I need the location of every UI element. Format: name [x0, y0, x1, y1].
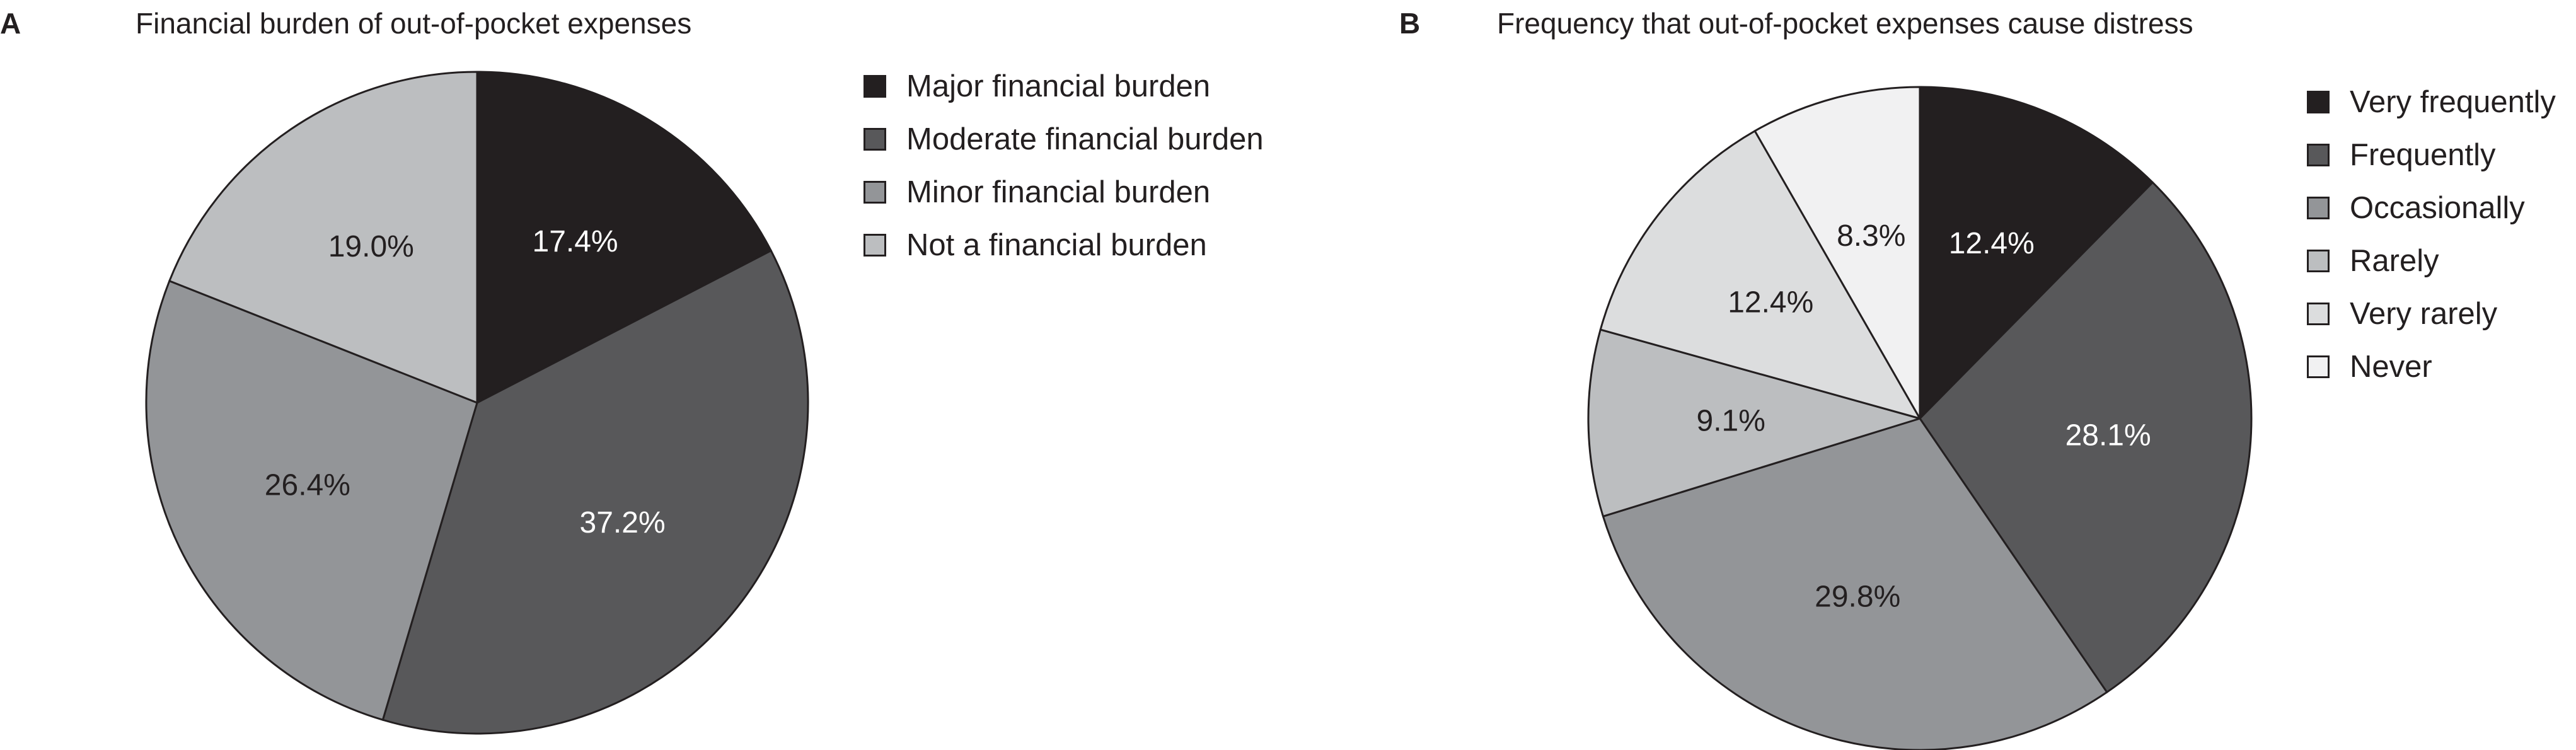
- chart-panel-b: B Frequency that out-of-pocket expenses …: [1355, 0, 2576, 750]
- legend-item-not-a-financial-burden: Not a financial burden: [863, 219, 1264, 272]
- legend-item-occasionally: Occasionally: [2307, 182, 2556, 234]
- pie-slice-occasionally: [1602, 417, 2108, 750]
- slice-label-minor-financial-burden: 26.4%: [265, 468, 350, 502]
- legend-swatch: [2307, 250, 2330, 272]
- pie-slice-minor-financial-burden: [145, 280, 478, 721]
- slice-label-occasionally: 29.8%: [1815, 580, 1900, 614]
- panel-letter-b: B: [1399, 7, 1421, 40]
- legend-item-very-frequently: Very frequently: [2307, 76, 2556, 129]
- chart-panel-a: A Financial burden of out-of-pocket expe…: [0, 7, 1264, 735]
- pie-chart-b: 12.4% 28.1% 29.8% 9.1% 12.4% 8.3%: [1587, 86, 2253, 750]
- legend-item-rarely: Rarely: [2307, 234, 2556, 287]
- legend-label: Major financial burden: [906, 69, 1211, 103]
- legend-item-moderate-financial-burden: Moderate financial burden: [863, 113, 1264, 166]
- legend-swatch: [2307, 197, 2330, 219]
- legend-label: Not a financial burden: [906, 228, 1207, 262]
- legend-label: Never: [2350, 350, 2432, 384]
- legend-swatch: [863, 234, 886, 257]
- slice-label-rarely: 9.1%: [1697, 405, 1765, 438]
- slice-label-never: 8.3%: [1837, 219, 1905, 253]
- chart-title-a: Financial burden of out-of-pocket expens…: [136, 7, 692, 40]
- legend-label: Moderate financial burden: [906, 122, 1264, 156]
- pie-slice-frequently: [1919, 181, 2253, 693]
- legend-item-never: Never: [2307, 340, 2556, 393]
- pie-slice-never: [1753, 86, 1921, 420]
- slice-label-very-frequently: 12.4%: [1949, 227, 2035, 260]
- legend-label: Minor financial burden: [906, 175, 1211, 209]
- legend-item-minor-financial-burden: Minor financial burden: [863, 166, 1264, 219]
- legend-label: Occasionally: [2350, 191, 2525, 225]
- pie-slice-not-a-financial-burden: [168, 71, 478, 404]
- legend-label: Very frequently: [2350, 85, 2556, 119]
- legend-swatch: [863, 128, 886, 151]
- slice-label-very-rarely: 12.4%: [1728, 286, 1813, 320]
- slice-label-moderate-financial-burden: 37.2%: [580, 506, 666, 539]
- pie-slice-major-financial-burden: [476, 71, 772, 404]
- legend-swatch: [863, 181, 886, 204]
- pie-chart-a: 17.4% 37.2% 26.4% 19.0%: [145, 71, 809, 735]
- slice-label-not-a-financial-burden: 19.0%: [328, 230, 414, 263]
- slice-label-major-financial-burden: 17.4%: [533, 225, 618, 258]
- pie-slice-very-frequently: [1919, 86, 2154, 420]
- panel-letter-a: A: [0, 7, 21, 40]
- legend-item-frequently: Frequently: [2307, 129, 2556, 182]
- legend-swatch: [2307, 91, 2330, 113]
- pie-slice-very-rarely: [1599, 130, 1921, 420]
- legend-swatch: [2307, 355, 2330, 378]
- legend-swatch: [2307, 303, 2330, 325]
- slice-label-frequently: 28.1%: [2065, 418, 2151, 452]
- legend-swatch: [863, 75, 886, 98]
- chart-title-b: Frequency that out-of-pocket expenses ca…: [1497, 7, 2193, 40]
- pie-slice-rarely: [1587, 328, 1921, 517]
- legend-item-major-financial-burden: Major financial burden: [863, 60, 1264, 113]
- legend-item-very-rarely: Very rarely: [2307, 287, 2556, 340]
- legend-label: Rarely: [2350, 244, 2439, 278]
- legend-label: Frequently: [2350, 138, 2496, 172]
- legend-label: Very rarely: [2350, 297, 2498, 331]
- legend-swatch: [2307, 144, 2330, 166]
- pie-slice-moderate-financial-burden: [381, 250, 809, 735]
